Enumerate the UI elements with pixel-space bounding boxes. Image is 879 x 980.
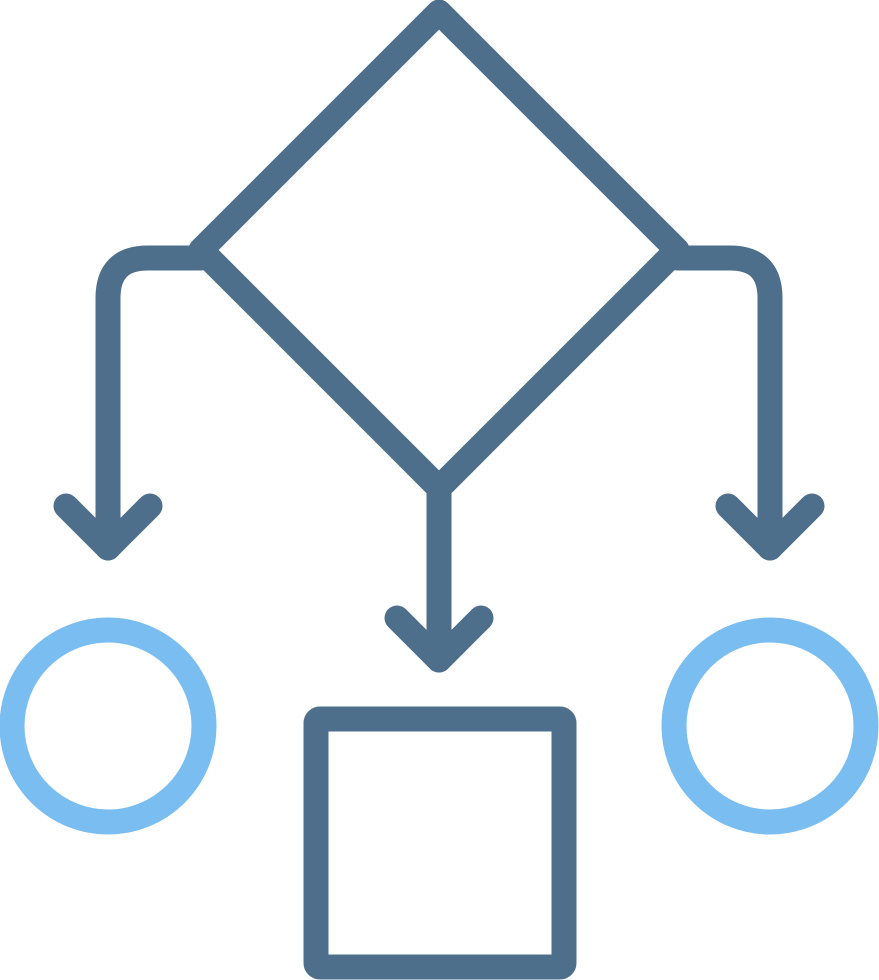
outcome-left-circle [0, 617, 217, 835]
left-arrow-head [53, 493, 163, 561]
left-branch-connector [95, 245, 214, 561]
outcome-center-square [303, 706, 577, 980]
right-branch-connector [664, 245, 783, 561]
outcome-right-circle [661, 617, 879, 835]
center-arrow-head [384, 605, 494, 673]
right-arrow-head [715, 493, 825, 561]
decision-diamond [188, 0, 690, 501]
